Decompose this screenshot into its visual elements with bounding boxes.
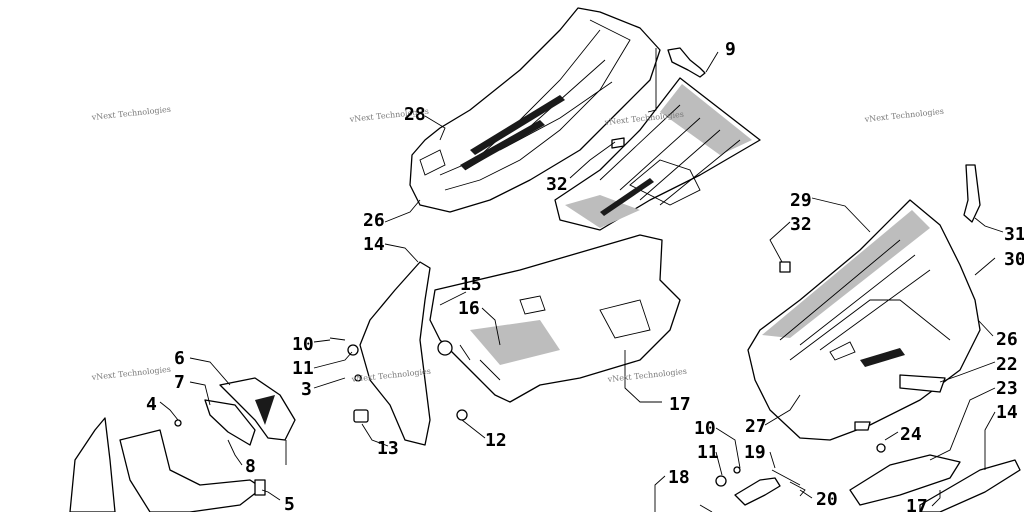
callout-label: 6 [174,348,185,369]
callout-label: 26 [363,210,385,231]
callout-label: 28 [404,104,426,125]
callout-label: 19 [744,442,766,463]
callout-label: 15 [460,274,482,295]
callout-label: 11 [292,358,314,379]
callout-label: 27 [745,416,767,437]
part-center-shield [329,234,681,446]
callout-label: 32 [546,174,568,195]
watermark-text: vNext Technologies [606,367,687,384]
callout-label: 24 [900,424,922,445]
callout-label: 4 [146,394,157,415]
callout-label: 3 [301,379,312,400]
callout-label: 5 [284,494,295,512]
callout-label: 20 [816,489,838,510]
callout-label: 32 [790,214,812,235]
callout-label: 17 [906,496,928,512]
callout-label: 30 [1004,249,1024,270]
callout-label: 10 [694,418,716,439]
watermark-text: vNext Technologies [90,365,171,382]
callout-label: 11 [697,442,719,463]
callout-label: 14 [996,402,1018,423]
part-front-fender-left [69,377,296,512]
callout-label: 31 [1004,224,1024,245]
callout-label: 14 [363,234,385,255]
part-fastener-9 [667,47,706,78]
callout-label: 26 [996,329,1018,350]
callout-label: 22 [996,354,1018,375]
callout-label: 10 [292,334,314,355]
callout-label: 7 [174,372,185,393]
callout-label: 13 [377,438,399,459]
watermark-text: vNext Technologies [90,105,171,122]
callout-label: 18 [668,467,690,488]
part-lower-center-hardware [699,466,806,512]
part-belly-pan-right [747,164,981,441]
callout-label: 29 [790,190,812,211]
leader-lines [159,48,1004,512]
part-lower-right-brackets [849,374,1021,512]
callout-numbers: 9 28 32 26 14 15 16 10 11 3 12 13 17 29 … [146,39,1024,512]
callout-label: 8 [245,456,256,477]
callout-label: 17 [669,394,691,415]
part-belly-pan-upper-left [409,7,661,213]
callout-label: 23 [996,378,1018,399]
part-grille-center [554,77,761,231]
part-rivet-32-upper [611,137,625,149]
watermark-text: vNext Technologies [863,107,944,124]
callout-label: 16 [458,298,480,319]
callout-label: 12 [485,430,507,451]
callout-label: 9 [725,39,736,60]
